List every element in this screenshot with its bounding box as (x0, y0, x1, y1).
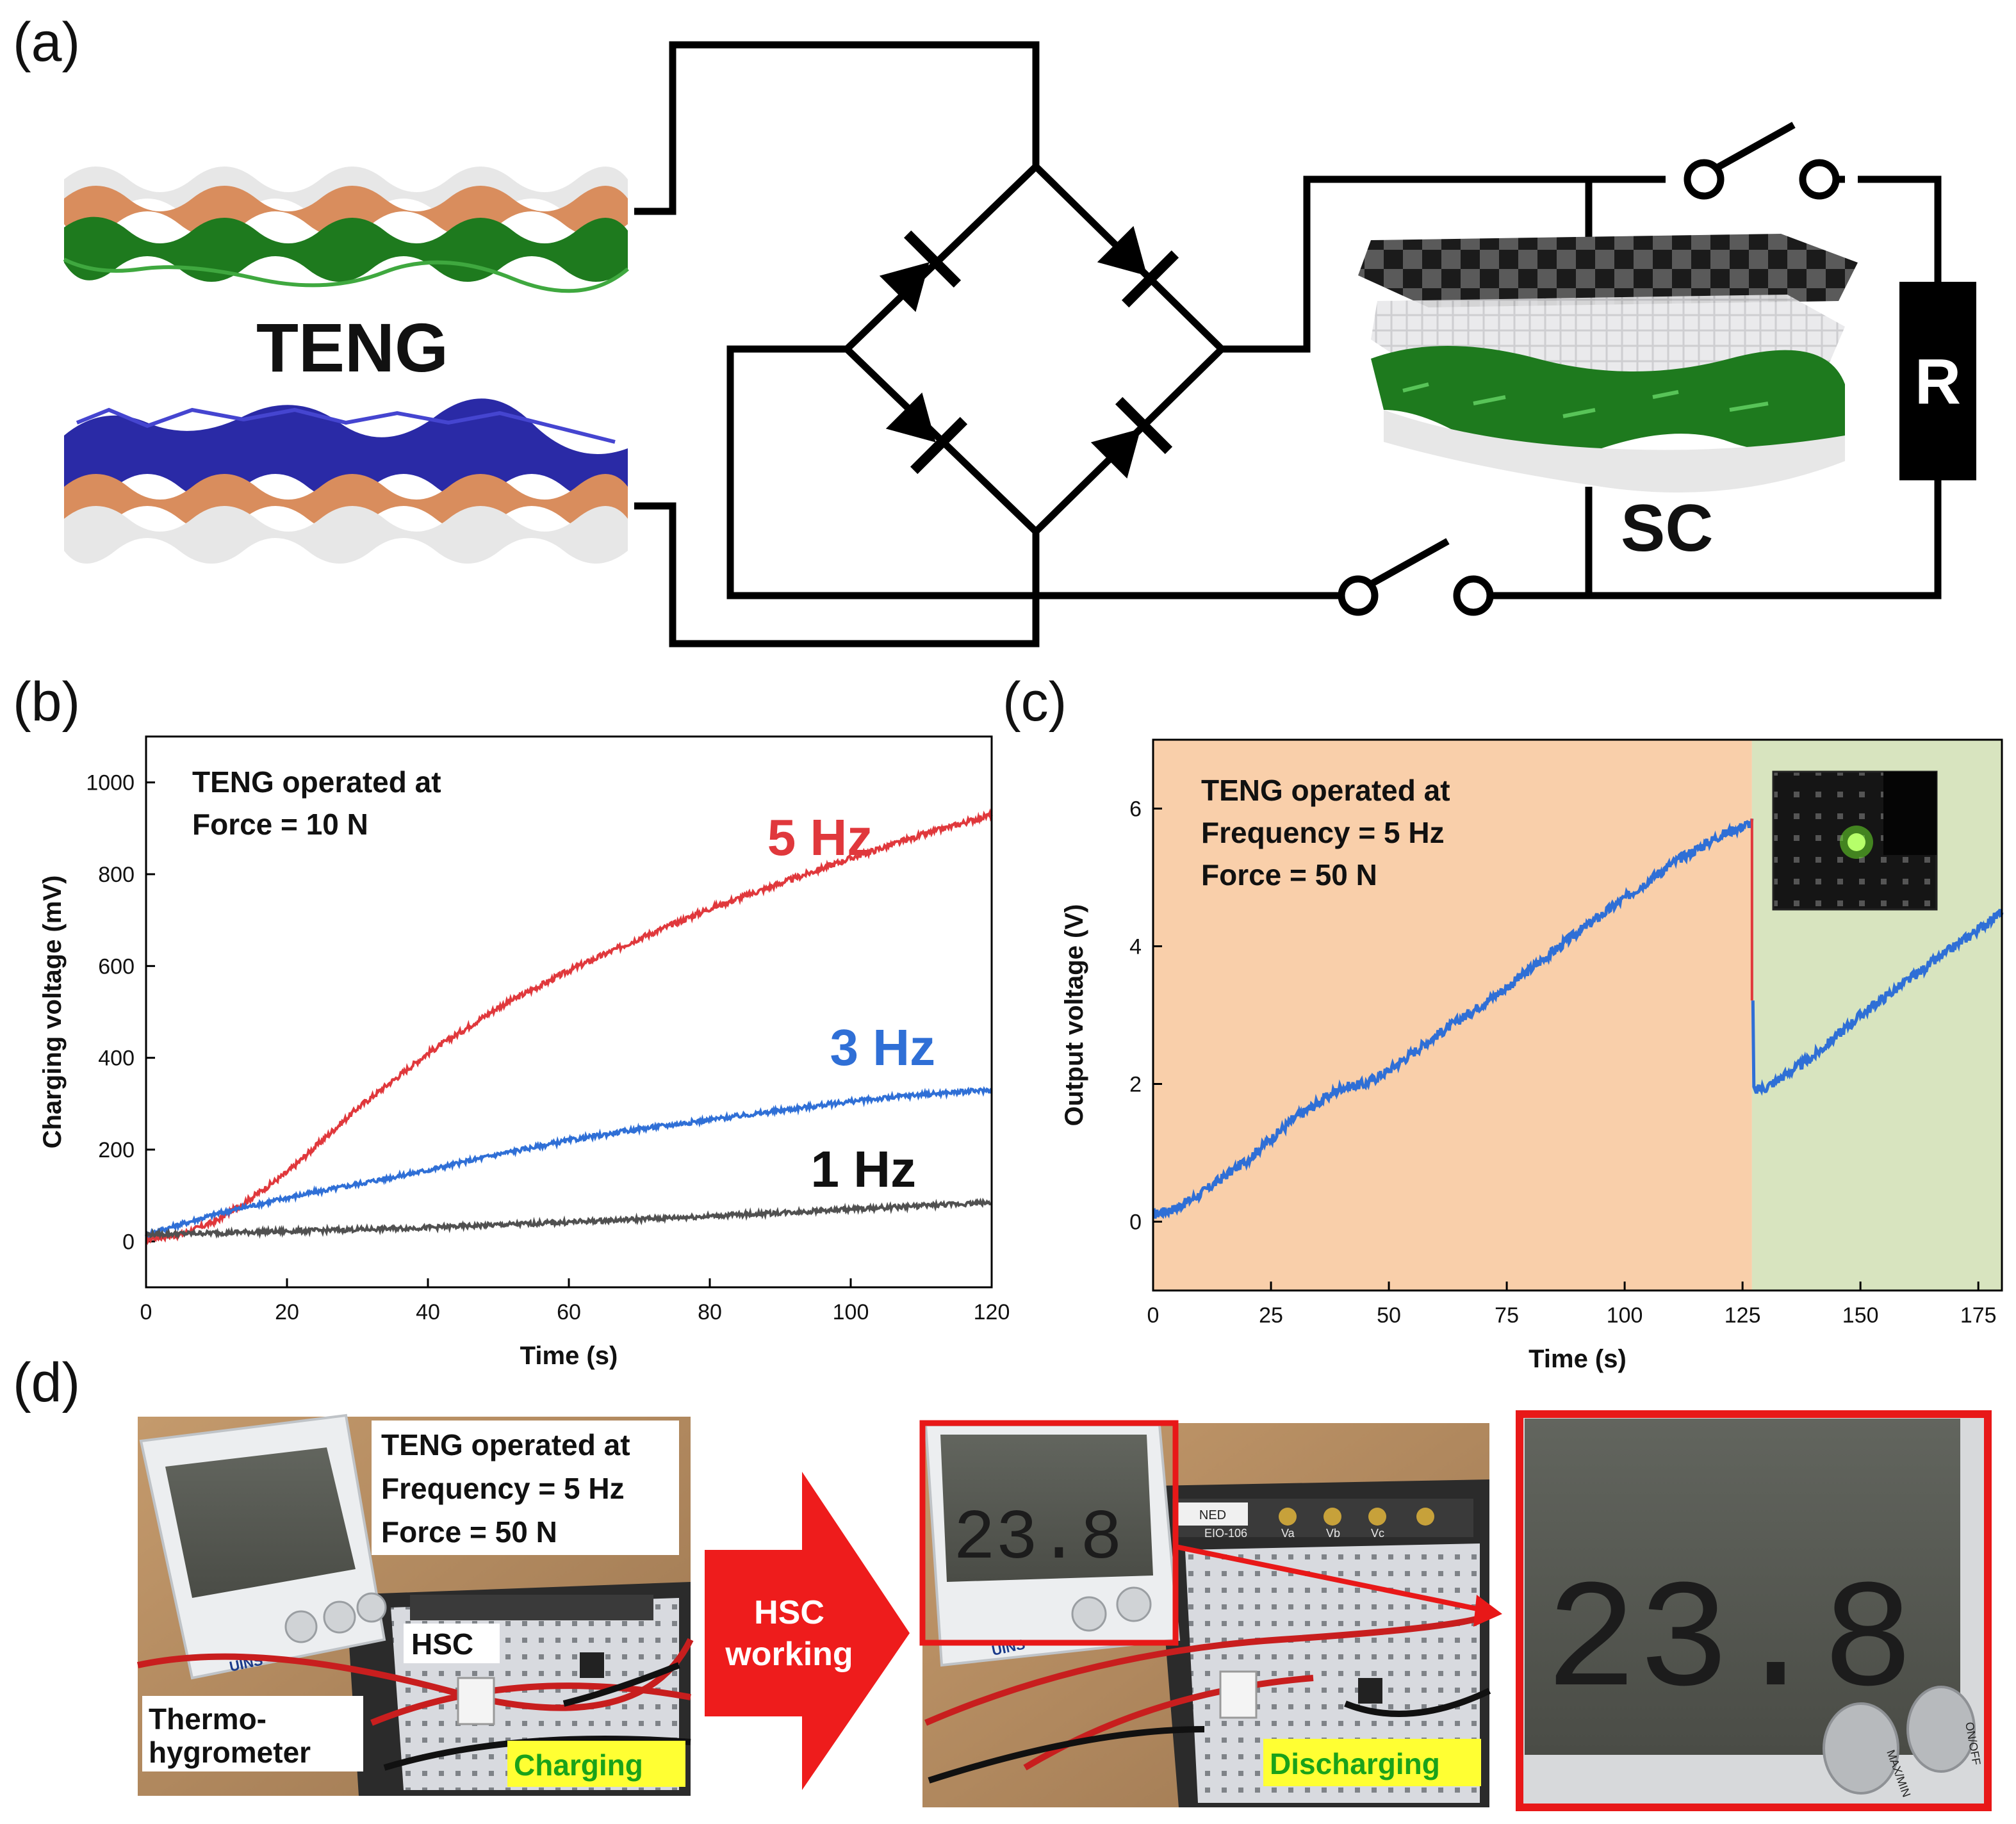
y-axis-label: Charging voltage (mV) (38, 875, 67, 1149)
y-tick-label: 0 (1129, 1210, 1142, 1235)
sc-label: SC (1621, 491, 1713, 566)
x-tick-label: 0 (140, 1300, 152, 1324)
series-label-0: 5 Hz (767, 809, 873, 866)
x-tick-label: 150 (1842, 1303, 1879, 1328)
x-tick-label: 60 (557, 1300, 581, 1324)
y-tick-label: 200 (98, 1138, 135, 1162)
teng-top-layer (63, 167, 629, 293)
series-line-0 (145, 808, 993, 1246)
board-model-label: EIO-106 (1204, 1527, 1247, 1540)
y-tick-label: 1000 (86, 771, 135, 795)
thermo-label-line-1: Thermo- (149, 1702, 266, 1736)
x-tick-label: 50 (1377, 1303, 1401, 1328)
photo-zoomed-display: 23.8 MAX/MIN ON/OFF (1516, 1410, 1992, 1811)
x-axis-label: Time (s) (1528, 1345, 1627, 1373)
x-tick-label: 125 (1725, 1303, 1761, 1328)
x-axis-label: Time (s) (520, 1342, 618, 1370)
series-line-1 (145, 1086, 993, 1239)
board-term-vb: Vb (1326, 1527, 1340, 1540)
photo-annotation-line-1: TENG operated at (381, 1428, 630, 1462)
led-inset-photo (1772, 770, 1938, 911)
resistor (1899, 282, 1976, 480)
chart-annotation: Force = 10 N (192, 808, 368, 841)
plot-frame (1152, 738, 2003, 1292)
chart-annotation: Force = 50 N (1201, 858, 1377, 892)
hsc-working-arrow: HSC working (705, 1472, 910, 1790)
chart-annotation: TENG operated at (1201, 774, 1450, 807)
hsc-device (457, 1677, 495, 1725)
resistor-label: R (1915, 346, 1961, 418)
x-tick-label: 40 (416, 1300, 440, 1324)
arrow-text-line-2: working (725, 1636, 853, 1673)
x-tick-label: 25 (1259, 1303, 1283, 1328)
y-tick-label: 4 (1129, 935, 1142, 959)
photo-annotation-line-2: Frequency = 5 Hz (381, 1472, 625, 1505)
board-label: NED (1199, 1508, 1226, 1522)
switch-top (1666, 122, 1858, 200)
shaded-region-0 (1153, 740, 1752, 1291)
discharging-label: Discharging (1270, 1747, 1440, 1780)
charging-label: Charging (514, 1748, 643, 1782)
panel-label-a: (a) (13, 12, 80, 73)
series-line-0 (1152, 818, 1754, 1219)
y-tick-label: 0 (122, 1230, 135, 1254)
x-tick-label: 100 (833, 1300, 869, 1324)
supercapacitor (1358, 234, 1858, 493)
photo-charging: UINS TENG operated at Frequency = 5 Hz F… (136, 1413, 694, 1796)
y-tick-label: 400 (98, 1046, 135, 1071)
board-term-vc: Vc (1371, 1527, 1384, 1540)
display-reading-zoom: 23.8 (1545, 1557, 1914, 1731)
chart-annotation: Frequency = 5 Hz (1201, 816, 1445, 849)
teng-label: TENG (256, 309, 448, 386)
photo-discharging: NED EIO-106 Va Vb Vc 23.8 UINS Dischargi… (919, 1420, 1502, 1807)
y-tick-label: 600 (98, 954, 135, 979)
diode-bridge (879, 225, 1179, 479)
switch-bottom (1320, 538, 1512, 616)
series-line-2 (145, 1197, 992, 1240)
teng-bottom-layer (64, 398, 628, 564)
x-tick-label: 75 (1495, 1303, 1519, 1328)
x-tick-label: 80 (698, 1300, 722, 1324)
x-tick-label: 100 (1607, 1303, 1643, 1328)
plot-frame (145, 735, 993, 1289)
x-tick-label: 0 (1147, 1303, 1160, 1328)
arrow-text-line-1: HSC (754, 1594, 824, 1631)
x-tick-label: 175 (1960, 1303, 1997, 1328)
series-label-2: 1 Hz (811, 1141, 917, 1198)
hsc-label: HSC (411, 1627, 473, 1661)
x-tick-label: 120 (974, 1300, 1010, 1324)
series-line-1 (1751, 909, 2004, 1096)
display-reading-small: 23.8 (953, 1499, 1122, 1579)
panel-label-c: (c) (1003, 671, 1067, 733)
panel-label-b: (b) (13, 671, 80, 733)
x-tick-label: 20 (275, 1300, 299, 1324)
thermo-label-line-2: hygrometer (149, 1736, 311, 1769)
y-tick-label: 2 (1129, 1073, 1142, 1097)
y-tick-label: 800 (98, 863, 135, 887)
series-label-1: 3 Hz (830, 1019, 936, 1076)
y-tick-label: 6 (1129, 797, 1142, 822)
y-axis-label: Output voltage (V) (1060, 904, 1088, 1127)
board-term-va: Va (1281, 1527, 1295, 1540)
photo-annotation-line-3: Force = 50 N (381, 1515, 557, 1549)
panel-label-d: (d) (13, 1352, 80, 1413)
chart-annotation: TENG operated at (192, 765, 441, 799)
